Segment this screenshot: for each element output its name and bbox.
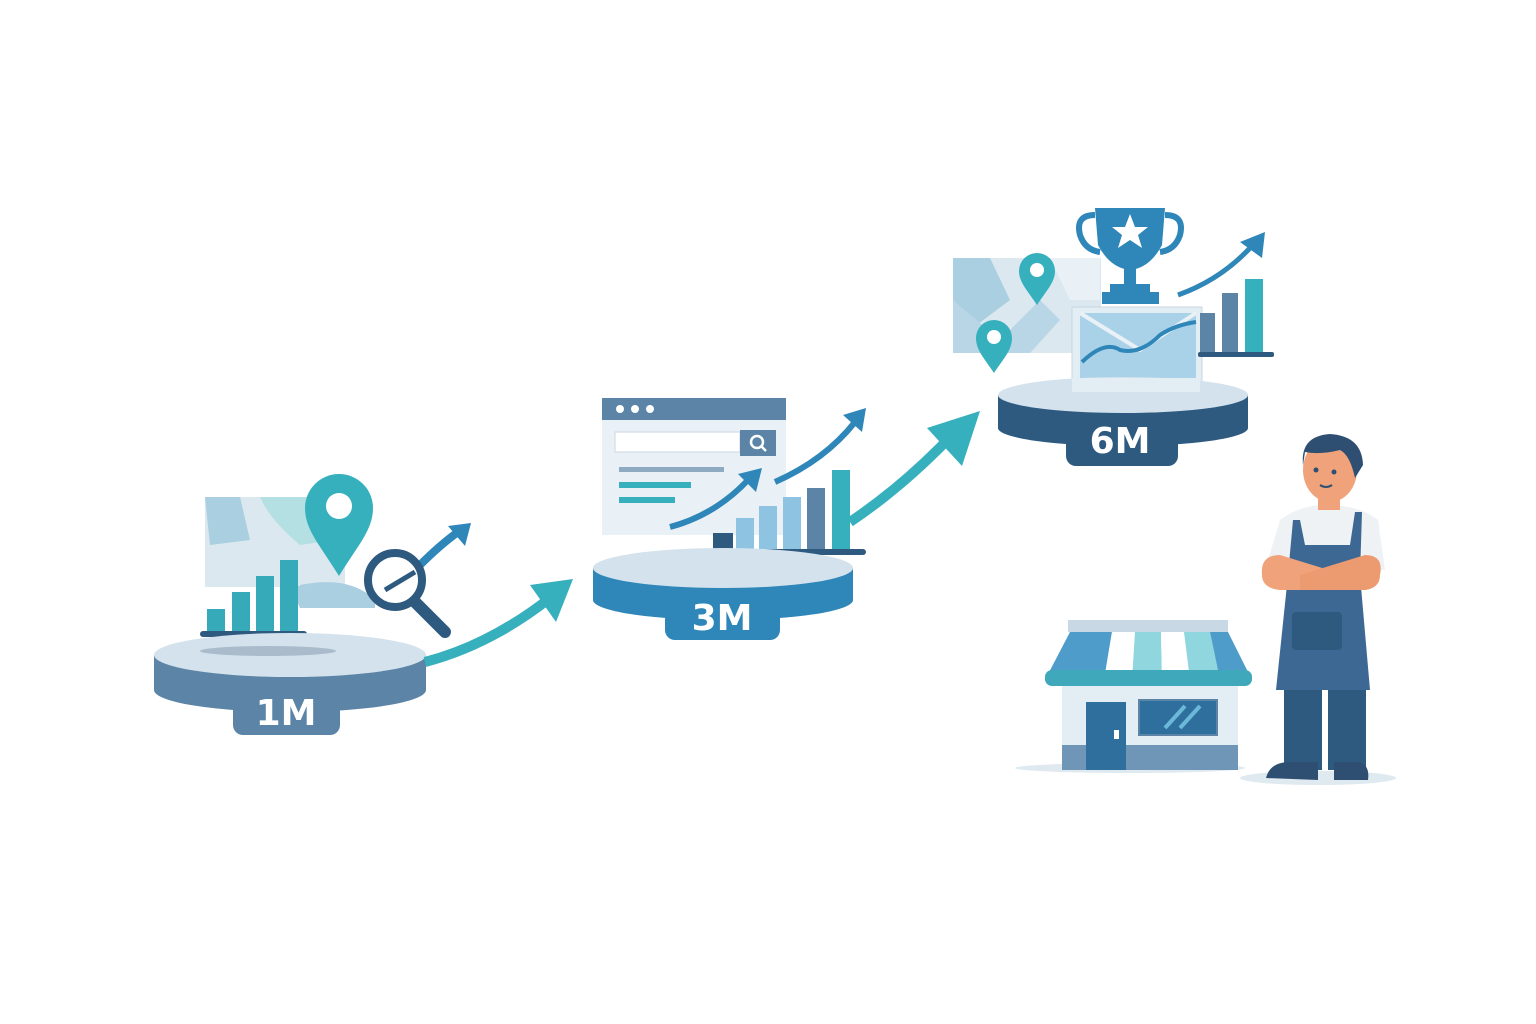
location-pin-icon: [1019, 253, 1055, 305]
location-pin-icon: [305, 474, 373, 576]
storefront-icon: [1015, 620, 1252, 773]
bar-chart-icon: [1177, 232, 1274, 357]
shop-owner-figure: [1240, 434, 1396, 785]
trophy-icon: [1076, 208, 1184, 304]
growth-arrow-2: [847, 411, 980, 527]
magnifier-icon: [364, 523, 471, 638]
milestone-label-6m: 6M: [1090, 421, 1151, 462]
location-pin-icon: [976, 320, 1012, 373]
milestone-label-1m: 1M: [256, 693, 317, 734]
browser-window-icon: [602, 398, 786, 535]
platform-2: 3M: [593, 548, 853, 640]
platform-1: 1M: [154, 633, 426, 735]
stage-1: 1M: [154, 474, 471, 735]
milestone-label-3m: 3M: [692, 598, 753, 639]
platform-3: 6M: [998, 377, 1248, 466]
stage-3: 6M: [953, 208, 1274, 466]
trend-arrows-icon: [669, 408, 866, 530]
growth-arrow-1: [423, 579, 573, 667]
stage-2: 3M: [593, 398, 866, 640]
bar-chart-icon: [200, 560, 307, 637]
search-icon: [740, 430, 776, 456]
